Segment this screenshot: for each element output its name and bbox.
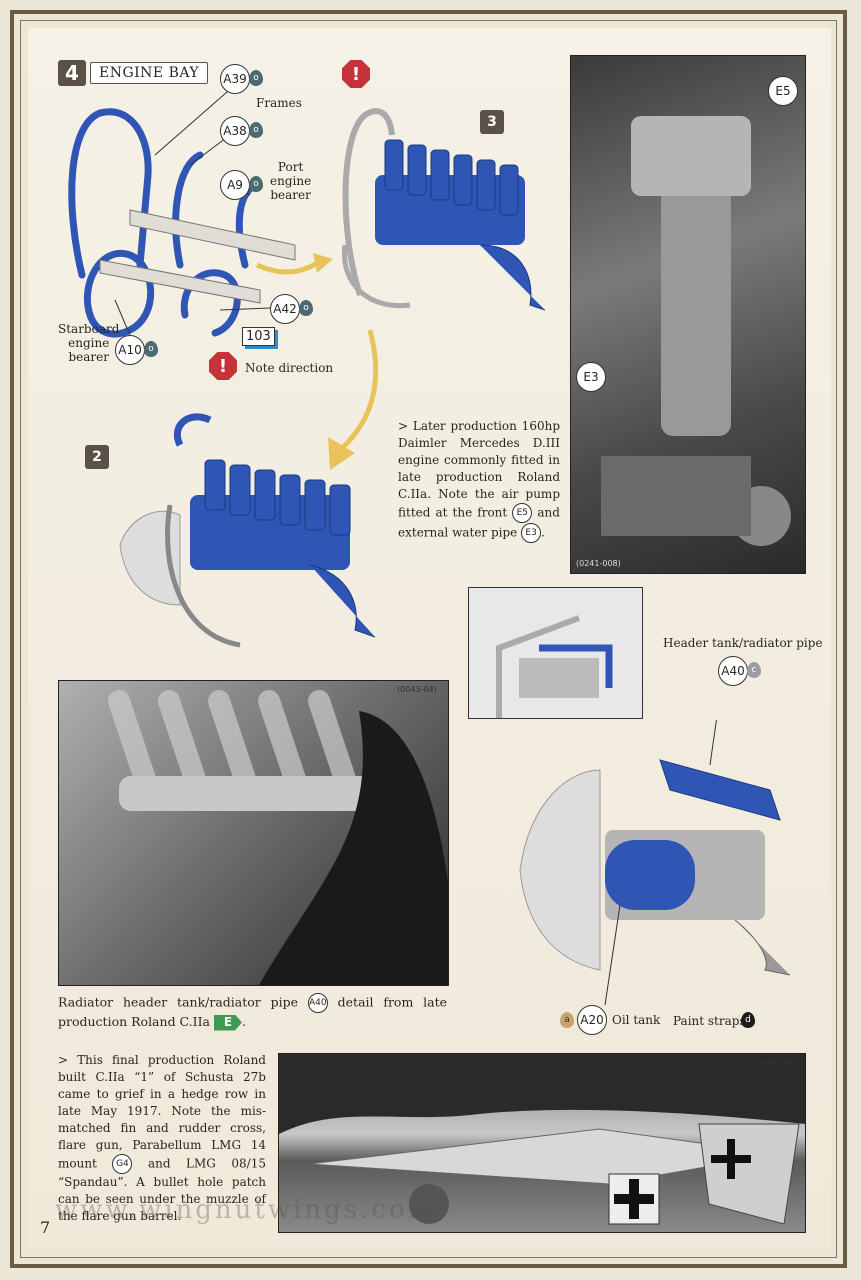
frames-exploded-diagram <box>68 85 296 345</box>
engine-bearer-beam <box>129 209 296 261</box>
closeup-photo-illustration <box>108 690 448 985</box>
port-bearer-a <box>180 269 241 337</box>
final-note-text-1: > This final production Roland built C.I… <box>58 1053 266 1171</box>
paint-drop-a: a <box>560 1012 574 1028</box>
warning-icon: ! <box>342 60 370 88</box>
final-note-g4: G4 <box>112 1154 133 1174</box>
closeup-photo: (0043-04) <box>58 680 449 986</box>
label-header-tank: Header tank/radiator pipe <box>663 636 823 650</box>
paint-drop-o: o <box>299 300 313 316</box>
engine-photo-illustration <box>601 116 791 546</box>
paint-drop-o: o <box>249 122 263 138</box>
step-title: ENGINE BAY <box>90 62 209 84</box>
paint-drop-o: o <box>144 341 158 357</box>
crash-photo-illustration <box>279 1054 805 1225</box>
photo-ref-crash: (0640-085) <box>754 1058 799 1067</box>
callout-e3: E3 <box>576 362 606 392</box>
engine-note-paragraph: > Later production 160hp Daimler Mercede… <box>398 418 560 543</box>
sub-step-2: 2 <box>85 445 109 469</box>
label-paint-straps: Paint straps <box>673 1014 746 1028</box>
label-port-bearer: Port engine bearer <box>270 160 312 202</box>
step-header: 4 ENGINE BAY <box>58 60 209 86</box>
radiator-caption-text-2: detail from late production Roland C.IIa <box>58 994 448 1030</box>
radiator-caption-flag-e: E <box>213 1014 242 1031</box>
callout-a42: A42 <box>270 294 300 324</box>
engine-note-text-1: > Later production 160hp Daimler Mercede… <box>398 419 560 520</box>
callout-a9: A9 <box>220 170 250 200</box>
frame-a38 <box>172 151 204 269</box>
inset-detail-illustration <box>496 615 613 718</box>
callout-a10: A10 <box>115 335 145 365</box>
warning-icon: ! <box>209 352 237 380</box>
radiator-caption-text-1: Radiator header tank/radiator pipe <box>58 994 298 1010</box>
label-note-direction: Note direction <box>245 361 334 375</box>
page-frame-inner <box>20 20 837 1258</box>
engine-bearer-beam-lower <box>99 259 261 304</box>
paint-drop-c: c <box>747 662 761 678</box>
callout-a39: A39 <box>220 64 250 94</box>
paint-drop-d: d <box>741 1012 755 1028</box>
assembly-arrow-1 <box>255 253 333 275</box>
assembly-arrow-2 <box>328 329 379 470</box>
radiator-caption-a40: A40 <box>307 993 328 1013</box>
crash-photo: (0640-085) <box>278 1053 806 1233</box>
engine-note-e3: E3 <box>521 523 542 543</box>
paint-drop-o: o <box>249 70 263 86</box>
step-number: 4 <box>58 60 86 86</box>
page-number: 7 <box>40 1218 51 1237</box>
photo-ref-closeup: (0043-04) <box>397 685 437 694</box>
callout-a20: A20 <box>577 1005 607 1035</box>
engine-installed-diagram <box>119 413 376 648</box>
frame-a39 <box>68 108 152 279</box>
engine-in-frames-diagram <box>341 108 546 311</box>
final-note-paragraph: > This final production Roland built C.I… <box>58 1052 266 1225</box>
watermark: www.wingnutwings.com <box>55 1195 436 1225</box>
sub-step-3: 3 <box>480 110 504 134</box>
paint-drop-o: o <box>249 176 263 192</box>
radiator-caption: Radiator header tank/radiator pipe A40 d… <box>58 993 448 1031</box>
header-tank-diagram <box>519 720 791 1006</box>
callout-a38: A38 <box>220 116 250 146</box>
final-note-text-2: and LMG 08/15 “Spandau”. A bullet hole p… <box>58 1156 266 1224</box>
engine-note-text-2: and external water pipe <box>398 505 560 540</box>
label-oil-tank: Oil tank <box>612 1013 661 1027</box>
page-frame-outer <box>10 10 847 1268</box>
callout-a40: A40 <box>718 656 748 686</box>
label-frames: Frames <box>256 96 302 110</box>
label-starboard-bearer: Starboard engine bearer <box>58 322 120 364</box>
engine-note-e5: E5 <box>512 503 533 523</box>
photo-ref-engine: (0241-008) <box>576 559 621 568</box>
callout-e5: E5 <box>768 76 798 106</box>
inset-detail-box <box>468 587 643 719</box>
engine-photo: E5 E3 (0241-008) <box>570 55 806 574</box>
part-number-103: 103 <box>242 327 275 346</box>
